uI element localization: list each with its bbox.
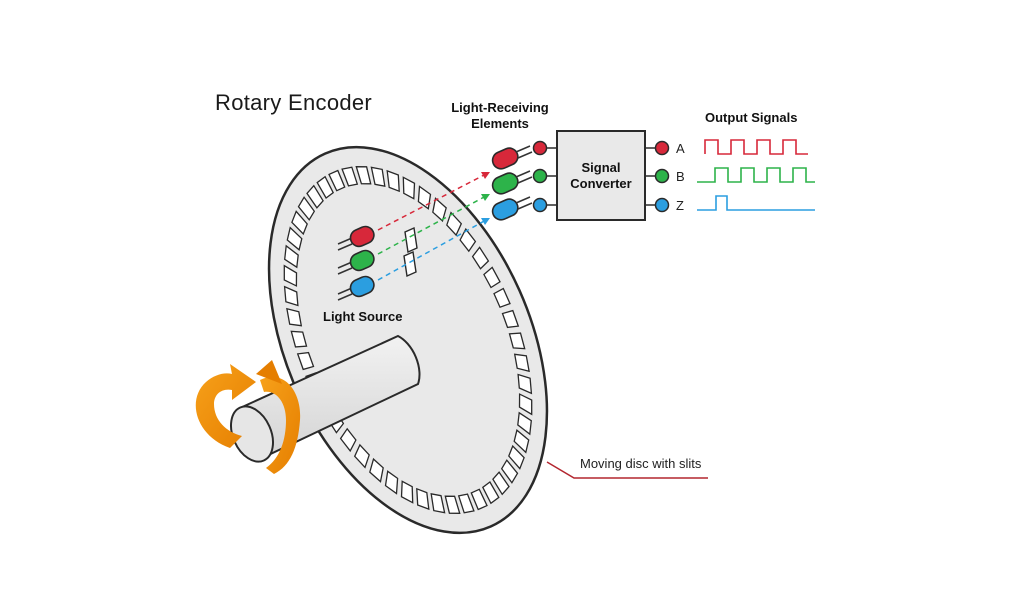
disc-slit <box>402 176 416 200</box>
disc-slit <box>283 264 298 287</box>
signal-converter-label: Signal Converter <box>557 160 645 192</box>
receiver-blue <box>491 196 533 221</box>
disc-slit <box>417 185 432 210</box>
disc-slits <box>283 166 533 514</box>
disc-slit <box>508 332 526 350</box>
converter-label-line1: Signal <box>581 160 621 175</box>
disc-slit <box>457 493 475 514</box>
disc-slit <box>306 184 324 209</box>
disc-slit <box>328 169 346 192</box>
disc-slit <box>339 427 357 453</box>
disc-slit <box>384 470 399 495</box>
light-beams <box>377 172 490 281</box>
disc-slit <box>355 166 372 185</box>
disc-slit <box>481 481 500 505</box>
output-waveforms <box>697 139 815 211</box>
disc-slit <box>513 353 530 373</box>
disc-slit <box>459 227 477 253</box>
receiver-green <box>491 170 533 195</box>
disc-slit <box>470 488 488 511</box>
disc-slit <box>483 266 501 289</box>
disc-slit <box>493 287 511 309</box>
disc-slit <box>296 351 315 371</box>
light-receiving-label-line2: Elements <box>471 116 529 131</box>
disc-slit <box>297 196 316 221</box>
disc-slit <box>353 443 370 469</box>
disc-slit <box>432 197 447 223</box>
disc-slit <box>291 210 308 236</box>
disc-slit <box>518 393 533 416</box>
disc-slit <box>513 429 530 454</box>
disc-slit <box>416 487 430 511</box>
disc-slit <box>430 492 446 514</box>
disc-slit <box>471 246 490 270</box>
disc-slit <box>284 244 299 269</box>
disc-slit <box>341 166 359 187</box>
disc-slit <box>446 211 463 237</box>
disc-slit <box>400 480 414 504</box>
led-red-source <box>337 225 375 251</box>
output-signals-label: Output Signals <box>705 110 798 125</box>
channel-label-a: A <box>676 141 685 156</box>
disc-slit <box>500 459 519 484</box>
receiver-red <box>491 145 533 170</box>
channel-label-z: Z <box>676 198 684 213</box>
disc-slit <box>370 166 386 188</box>
disc-slit <box>517 411 532 436</box>
converter-label-line2: Converter <box>570 176 632 191</box>
light-receiving-elements <box>491 145 533 221</box>
led-green-source <box>337 249 375 275</box>
converter-outputs <box>645 140 670 213</box>
disc-slit <box>501 309 520 329</box>
disc-slit <box>492 471 510 496</box>
disc-slit <box>283 285 299 307</box>
disc-slit <box>444 495 461 514</box>
moving-disc-label: Moving disc with slits <box>580 456 702 471</box>
led-blue-source <box>337 275 375 301</box>
rotation-arrow-icon <box>195 360 301 474</box>
disc-callout-line <box>546 461 708 479</box>
disc-slit <box>517 373 533 395</box>
disc-slit <box>286 226 303 251</box>
disc-slit <box>286 307 303 327</box>
waveform-a <box>704 139 808 155</box>
slit-window <box>404 226 418 254</box>
diagram-title: Rotary Encoder <box>215 90 373 115</box>
converter-inputs <box>532 140 557 213</box>
light-receiving-label-line1: Light-Receiving <box>451 100 549 115</box>
disc-slit <box>508 444 525 470</box>
slit-window <box>403 250 417 278</box>
waveform-b <box>697 167 815 183</box>
disc-slit <box>290 330 308 348</box>
light-source-label: Light Source <box>323 309 403 324</box>
light-source-leds <box>337 225 375 301</box>
disc-slit <box>369 457 384 483</box>
light-receiving-elements-label: Light-Receiving Elements <box>450 100 550 132</box>
channel-label-b: B <box>676 169 685 184</box>
disc-slit <box>386 169 400 193</box>
waveform-z <box>697 195 815 211</box>
disc-slit <box>316 175 335 199</box>
